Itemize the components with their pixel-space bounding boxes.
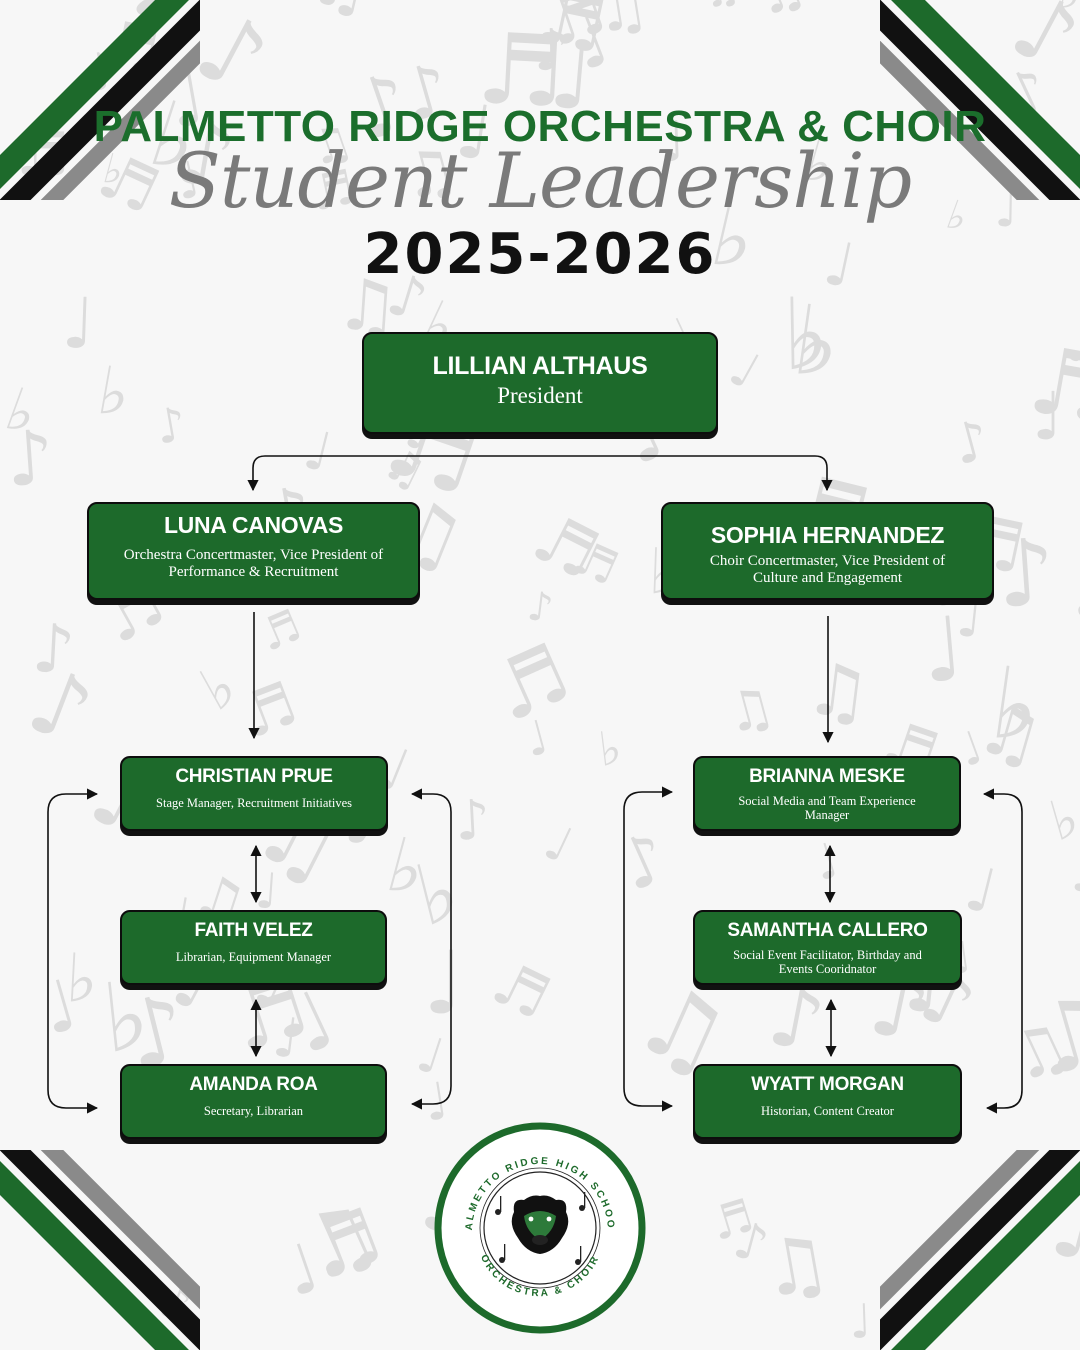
music-note-glyph: ♪: [658, 109, 695, 174]
bear-head-icon: [511, 1195, 569, 1254]
member-card-amanda: AMANDA ROA Secretary, Librarian: [120, 1064, 387, 1139]
music-note-glyph: ♩: [1068, 531, 1080, 641]
connector-president-to-sophia: [540, 455, 833, 492]
music-note-glyph: ♭: [781, 277, 830, 393]
member-name: BRIANNA MESKE: [749, 766, 905, 787]
music-note-glyph: ♩: [60, 282, 96, 365]
president-name: LILLIAN ALTHAUS: [432, 352, 648, 380]
member-card-wyatt: WYATT MORGAN Historian, Content Creator: [693, 1064, 962, 1139]
leadership-subtitle: Student Leadership: [168, 136, 912, 225]
member-name: FAITH VELEZ: [194, 920, 313, 941]
music-note-glyph: ♪: [30, 609, 77, 689]
member-card-christian: CHRISTIAN PRUE Stage Manager, Recruitmen…: [120, 756, 388, 831]
music-note-glyph: ♩: [848, 1294, 872, 1350]
member-name: CHRISTIAN PRUE: [175, 766, 333, 787]
school-title: PALMETTO RIDGE ORCHESTRA & CHOIR: [93, 102, 987, 151]
music-note-glyph: ♫: [801, 645, 875, 736]
music-note-glyph: ♩: [423, 932, 464, 1034]
member-name: WYATT MORGAN: [751, 1074, 904, 1095]
vp-card-sophia: SOPHIA HERNANDEZ Choir Concertmaster, Vi…: [661, 502, 994, 600]
year-range: 2025-2026: [363, 222, 717, 287]
member-role: Stage Manager, Recruitment Initiatives: [156, 796, 352, 810]
member-card-samantha: SAMANTHA CALLERO Social Event Facilitato…: [693, 910, 962, 985]
music-note-glyph: ♬: [474, 12, 568, 130]
music-note-glyph: ♪: [533, 17, 571, 84]
music-note-glyph: ♩: [1032, 378, 1063, 455]
member-role: Librarian, Equipment Manager: [175, 950, 332, 964]
vp-name: SOPHIA HERNANDEZ: [710, 522, 945, 548]
vp-role: Choir Concertmaster, Vice President of C…: [709, 553, 946, 586]
member-name: AMANDA ROA: [189, 1074, 318, 1095]
member-card-brianna: BRIANNA MESKE Social Media and Team Expe…: [693, 756, 961, 831]
member-role: Historian, Content Creator: [761, 1104, 894, 1118]
president-role: President: [497, 383, 583, 408]
music-note-glyph: ♪: [525, 583, 556, 632]
member-role: Social Event Facilitator, Birthday and E…: [733, 948, 922, 976]
president-card: LILLIAN ALTHAUS President: [362, 332, 718, 434]
vp-name: LUNA CANOVAS: [163, 512, 344, 538]
music-note-glyph: ♫: [590, 0, 653, 47]
music-note-glyph: ♭: [1055, 0, 1080, 21]
member-role: Secretary, Librarian: [203, 1104, 304, 1118]
member-role: Social Media and Team Experience Manager: [738, 794, 916, 822]
connector-president-to-luna: [247, 455, 540, 492]
music-note-glyph: ♪: [3, 413, 57, 504]
vp-role: Orchestra Concertmaster, Vice President …: [123, 547, 384, 580]
loop-left-inner: [410, 788, 452, 1110]
loop-right-inner: [982, 788, 1023, 1114]
vp-card-luna: LUNA CANOVAS Orchestra Concertmaster, Vi…: [87, 502, 420, 600]
member-card-faith: FAITH VELEZ Librarian, Equipment Manager: [120, 910, 387, 985]
school-logo: PALMETTO RIDGE HIGH SCHOOL ORCHESTRA & C…: [432, 1120, 646, 1334]
music-note-glyph: ♩: [918, 597, 968, 703]
loop-left-outer: [47, 788, 99, 1114]
music-note-glyph: ♪: [993, 518, 1059, 629]
music-note-glyph: ♩: [545, 20, 598, 131]
music-note-glyph: ♪: [453, 787, 491, 853]
loop-right-outer: [623, 786, 674, 1112]
music-note-glyph: ♫: [754, 1217, 837, 1317]
member-name: SAMANTHA CALLERO: [727, 920, 928, 941]
